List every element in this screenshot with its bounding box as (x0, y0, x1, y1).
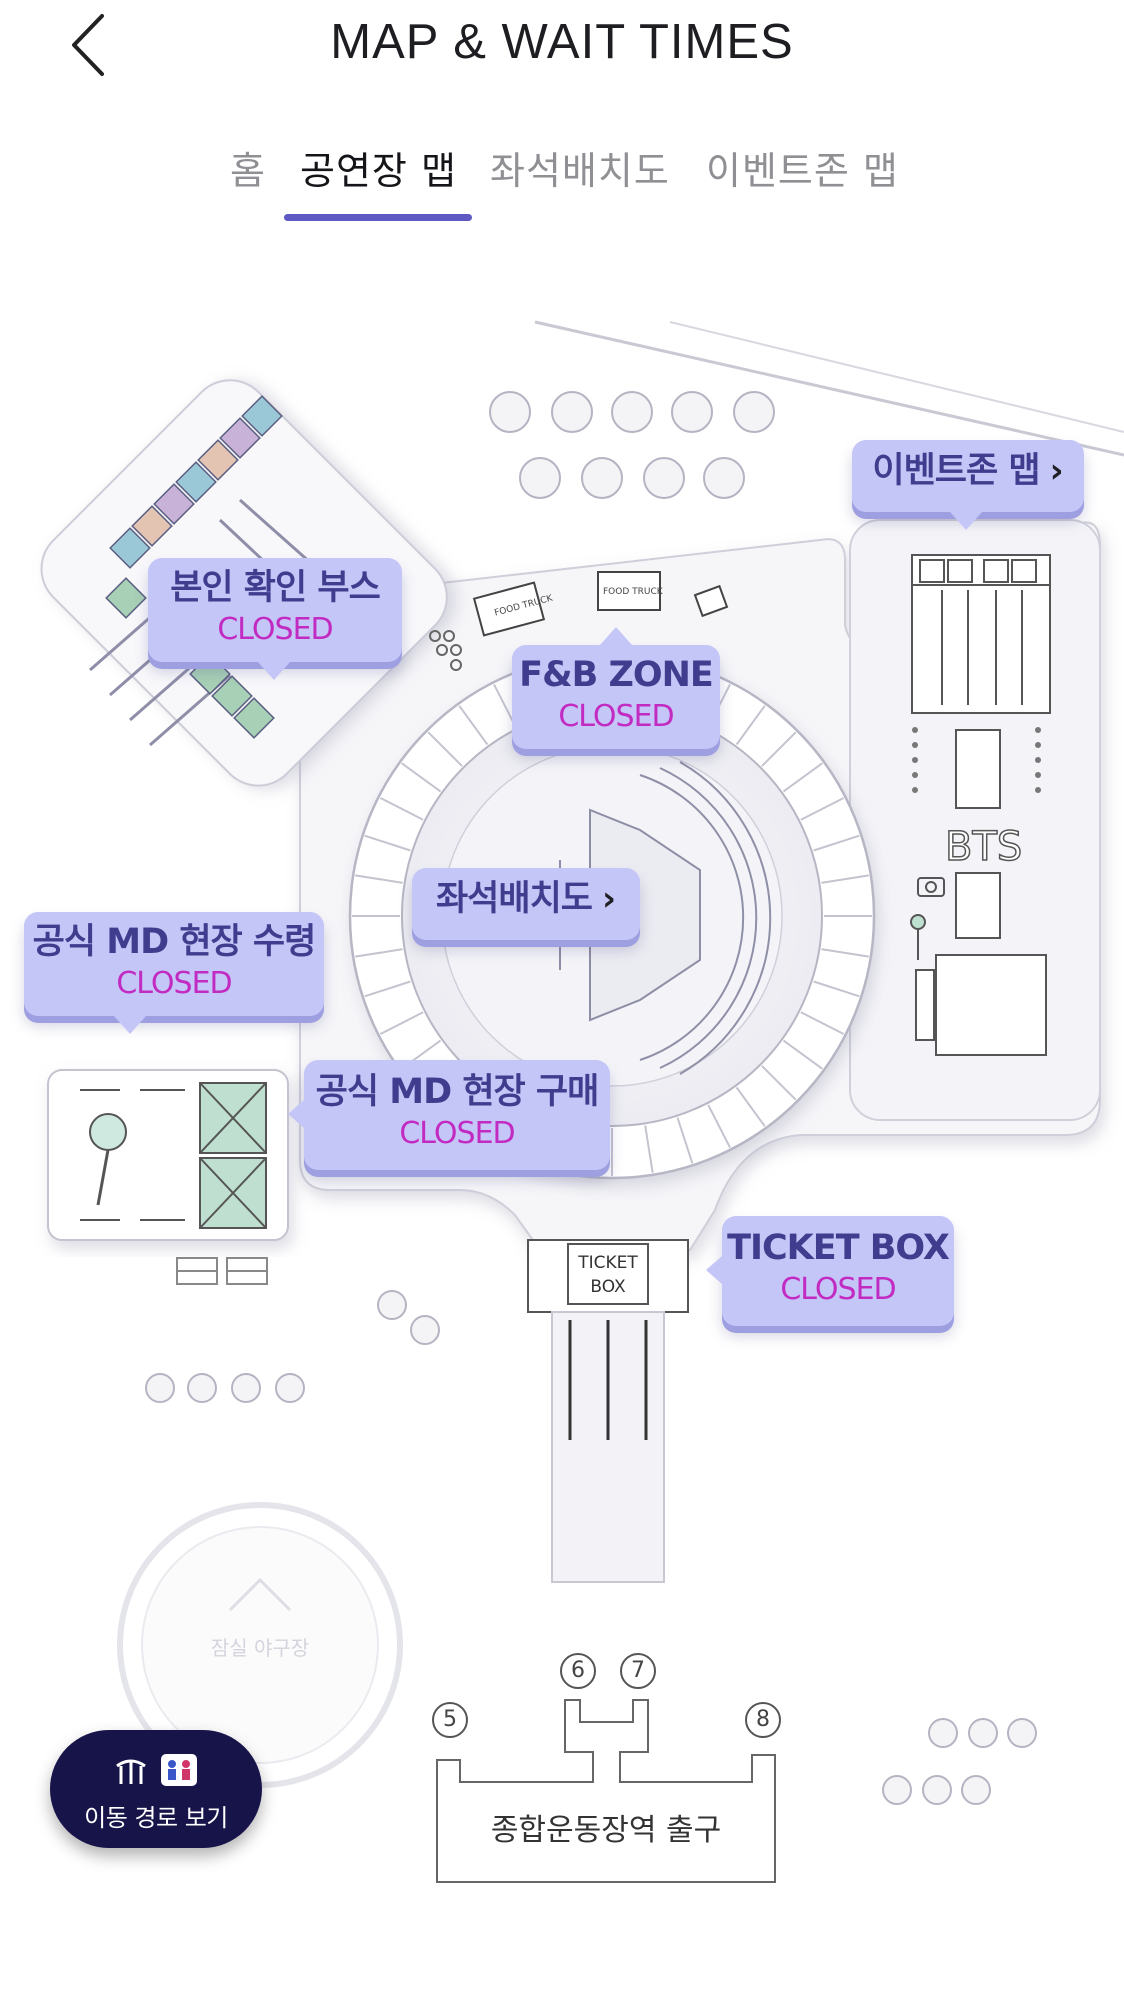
gate-number-5: 5 (432, 1702, 468, 1738)
active-tab-indicator (284, 214, 472, 221)
gate-number-7: 7 (620, 1653, 656, 1689)
svg-text:TICKET: TICKET (577, 1253, 638, 1273)
transit-route-icon (116, 1754, 197, 1786)
gate-number-8: 8 (745, 1702, 781, 1738)
event-zone-map-link[interactable]: 이벤트존 맵› (852, 440, 1084, 530)
page-title: MAP & WAIT TIMES (330, 15, 794, 69)
tab-bar: 홈 공연장 맵 좌석배치도 이벤트존 맵 (0, 140, 1124, 221)
identity-booth-status: CLOSED (217, 612, 333, 648)
md-pickup-status: CLOSED (116, 966, 232, 1002)
svg-text:BTS: BTS (945, 824, 1022, 870)
svg-text:FOOD TRUCK: FOOD TRUCK (603, 587, 664, 597)
md-purchase-status: CLOSED (399, 1116, 515, 1152)
chevron-right-icon: › (1049, 451, 1064, 492)
ticket-box-callout[interactable]: TICKET BOX CLOSED (706, 1216, 954, 1326)
fnb-zone-status: CLOSED (558, 699, 674, 735)
identity-booth-callout[interactable]: 본인 확인 부스 CLOSED (148, 558, 402, 680)
svg-text:BOX: BOX (590, 1277, 626, 1297)
md-pickup-callout[interactable]: 공식 MD 현장 수령 CLOSED (24, 912, 324, 1034)
md-pickup-name: 공식 MD 현장 수령 (32, 922, 317, 962)
tab-venue-map[interactable]: 공연장 맵 (300, 149, 457, 193)
view-route-button[interactable]: 이동 경로 보기 (50, 1730, 262, 1848)
lightstick-icon (89, 1113, 127, 1206)
svg-text:종합운동장역 출구: 종합운동장역 출구 (491, 1813, 721, 1848)
back-button[interactable] (62, 10, 122, 80)
seating-chart-link-label: 좌석배치도 (435, 879, 593, 919)
identity-booth-name: 본인 확인 부스 (170, 568, 381, 608)
gate-number-6: 6 (560, 1653, 596, 1689)
fnb-zone-callout[interactable]: F&B ZONE CLOSED (512, 627, 720, 749)
svg-text:잠실 야구장: 잠실 야구장 (211, 1636, 309, 1660)
fnb-zone-name: F&B ZONE (519, 655, 714, 695)
seating-chart-link[interactable]: 좌석배치도› (412, 868, 640, 940)
ticket-box-status: CLOSED (780, 1272, 896, 1308)
md-purchase-name: 공식 MD 현장 구매 (315, 1072, 600, 1112)
tab-event-zone-map[interactable]: 이벤트존 맵 (706, 149, 899, 193)
event-zone-map-link-label: 이벤트존 맵 (872, 451, 1040, 491)
md-purchase-callout[interactable]: 공식 MD 현장 구매 CLOSED (288, 1060, 610, 1170)
tab-home[interactable]: 홈 (230, 149, 266, 193)
ticket-box-name: TICKET BOX (727, 1228, 950, 1268)
tab-seating-chart[interactable]: 좌석배치도 (490, 149, 670, 193)
view-route-label: 이동 경로 보기 (84, 1804, 228, 1832)
chevron-right-icon: › (602, 879, 617, 920)
chevron-left-icon (72, 14, 104, 76)
